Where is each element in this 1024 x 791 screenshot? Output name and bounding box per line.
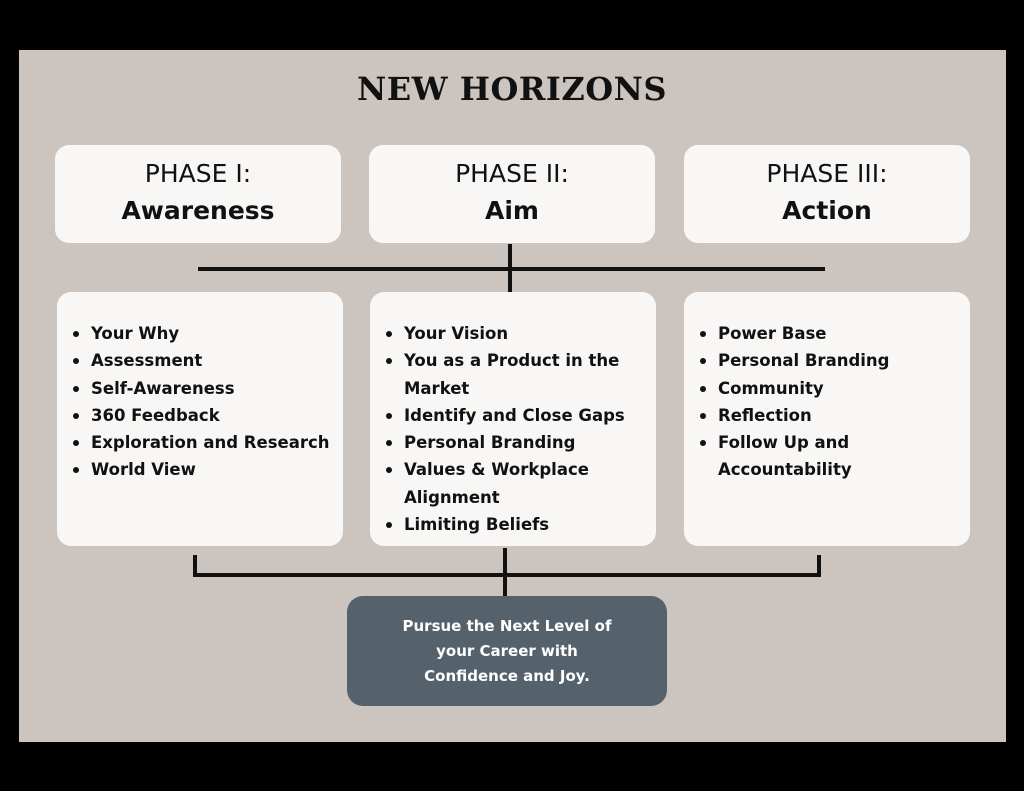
phase-2-header: PHASE II: Aim — [369, 145, 655, 243]
list-item: Power Base — [700, 320, 962, 347]
bottom-connector-line — [193, 573, 821, 577]
list-item: Identify and Close Gaps — [386, 402, 648, 429]
phase-3-label: PHASE III: — [766, 159, 888, 188]
list-item: Follow Up and Accountability — [700, 429, 962, 484]
phase-1-list: Your Why Assessment Self-Awareness 360 F… — [73, 320, 335, 484]
list-item: Your Vision — [386, 320, 648, 347]
list-item: Personal Branding — [700, 347, 962, 374]
phase-3-name: Action — [782, 196, 872, 225]
phase-1-label: PHASE I: — [144, 159, 252, 188]
phase-3-card: Power Base Personal Branding Community R… — [684, 292, 970, 546]
list-item: World View — [73, 456, 335, 483]
phase-3-header: PHASE III: Action — [684, 145, 970, 243]
phase-2-label: PHASE II: — [455, 159, 569, 188]
bottom-connector-stem — [503, 548, 507, 596]
list-item: You as a Product in the Market — [386, 347, 648, 402]
list-item: Exploration and Research — [73, 429, 335, 456]
diagram-title: NEW HORIZONS — [357, 70, 667, 108]
outcome-text: Pursue the Next Level of your Career wit… — [402, 616, 612, 685]
list-item: Values & Workplace Alignment — [386, 456, 648, 511]
phase-2-list: Your Vision You as a Product in the Mark… — [386, 320, 648, 538]
phase-2-name: Aim — [485, 196, 539, 225]
phase-1-card: Your Why Assessment Self-Awareness 360 F… — [57, 292, 343, 546]
phase-1-header: PHASE I: Awareness — [55, 145, 341, 243]
phase-3-list: Power Base Personal Branding Community R… — [700, 320, 962, 484]
outcome-box: Pursue the Next Level of your Career wit… — [347, 596, 667, 706]
top-connector-stem — [508, 244, 512, 292]
phase-1-name: Awareness — [121, 196, 275, 225]
list-item: Limiting Beliefs — [386, 511, 648, 538]
list-item: Reflection — [700, 402, 962, 429]
list-item: Assessment — [73, 347, 335, 374]
list-item: 360 Feedback — [73, 402, 335, 429]
list-item: Self-Awareness — [73, 375, 335, 402]
list-item: Your Why — [73, 320, 335, 347]
list-item: Community — [700, 375, 962, 402]
phase-2-card: Your Vision You as a Product in the Mark… — [370, 292, 656, 546]
bottom-bracket-right — [817, 555, 821, 577]
bottom-bracket-left — [193, 555, 197, 577]
list-item: Personal Branding — [386, 429, 648, 456]
